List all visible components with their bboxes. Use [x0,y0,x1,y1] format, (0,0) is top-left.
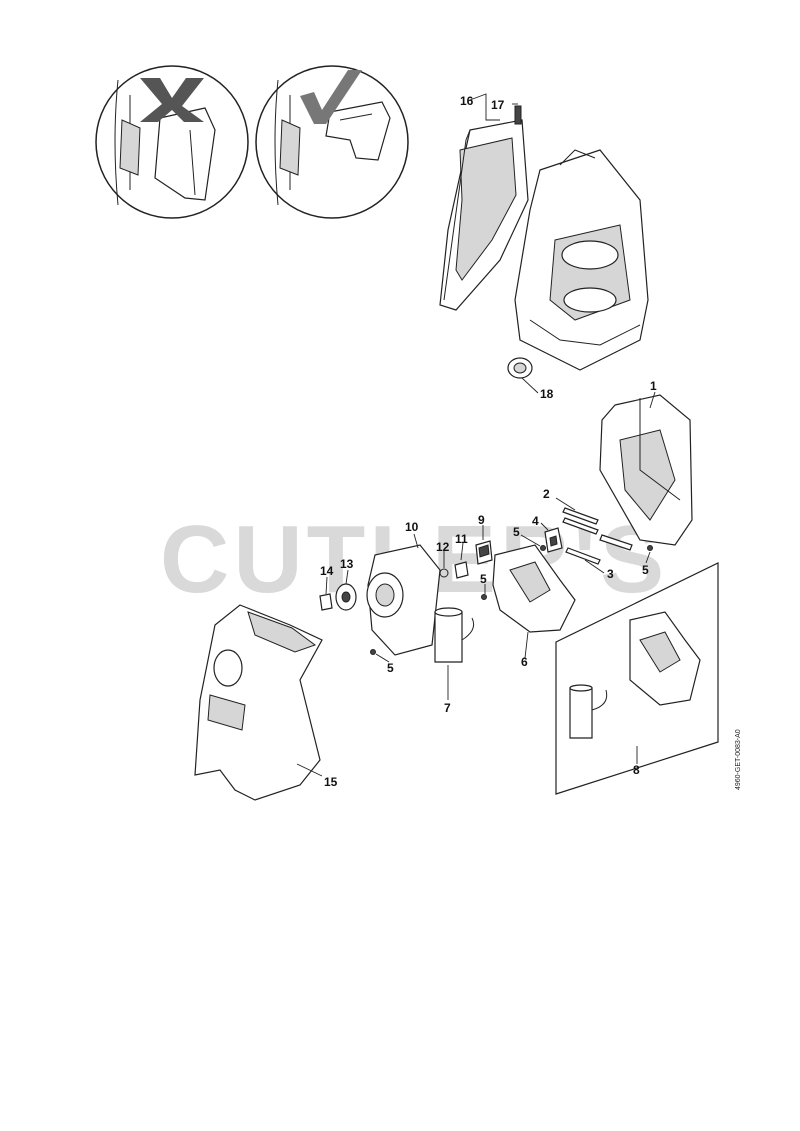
cross-icon [140,78,204,122]
callout-18: 18 [540,387,554,401]
part-7-capacitor [434,607,475,663]
callout-5b: 5 [642,563,649,577]
callout-labels: 1 2 3 4 5 5 5 5 6 7 8 9 10 11 12 13 14 1… [320,94,657,789]
callout-2: 2 [543,487,550,501]
callout-7: 7 [444,701,451,715]
callout-11: 11 [455,532,468,546]
callout-15: 15 [324,775,338,789]
part-14-clip [319,593,333,611]
document-id: 4960-GET-0083-A0 [735,729,742,790]
callout-5a: 5 [513,525,520,539]
part-6-bracket [492,544,576,633]
callout-16: 16 [460,94,474,108]
part-3-pads [565,534,633,565]
part-13-fan-wheel [335,583,357,611]
part-17-screw [514,105,522,125]
inset-correct-mounting [255,65,409,219]
callout-13: 13 [340,557,354,571]
screw-icons [370,545,653,655]
inset-wrong-mounting [95,65,249,219]
callout-10: 10 [405,520,419,534]
part-15-front-cover [194,604,323,801]
part-2-pads [562,507,599,535]
part-12-grommet [439,568,449,578]
callout-14: 14 [320,564,334,578]
leader-lines [296,93,656,777]
callout-4: 4 [532,514,539,528]
part-10-fan-cover [366,544,441,656]
part-16-handle [439,119,529,311]
part-4-switch-holder [544,527,563,553]
callout-6: 6 [521,655,528,669]
callout-3: 3 [607,567,614,581]
motor-pump-assembly [514,149,649,371]
part-8-kit-box [555,562,719,795]
callout-1: 1 [650,379,657,393]
part-9-switch [475,540,493,565]
part-18-cap [507,357,533,379]
callout-5c: 5 [480,572,487,586]
check-icon [300,70,362,124]
callout-9: 9 [478,513,485,527]
callout-8: 8 [633,763,640,777]
callout-17: 17 [491,98,505,112]
callout-5d: 5 [387,661,394,675]
part-11-terminal [454,561,469,579]
callout-12: 12 [436,540,450,554]
part-1-housing [599,394,693,546]
